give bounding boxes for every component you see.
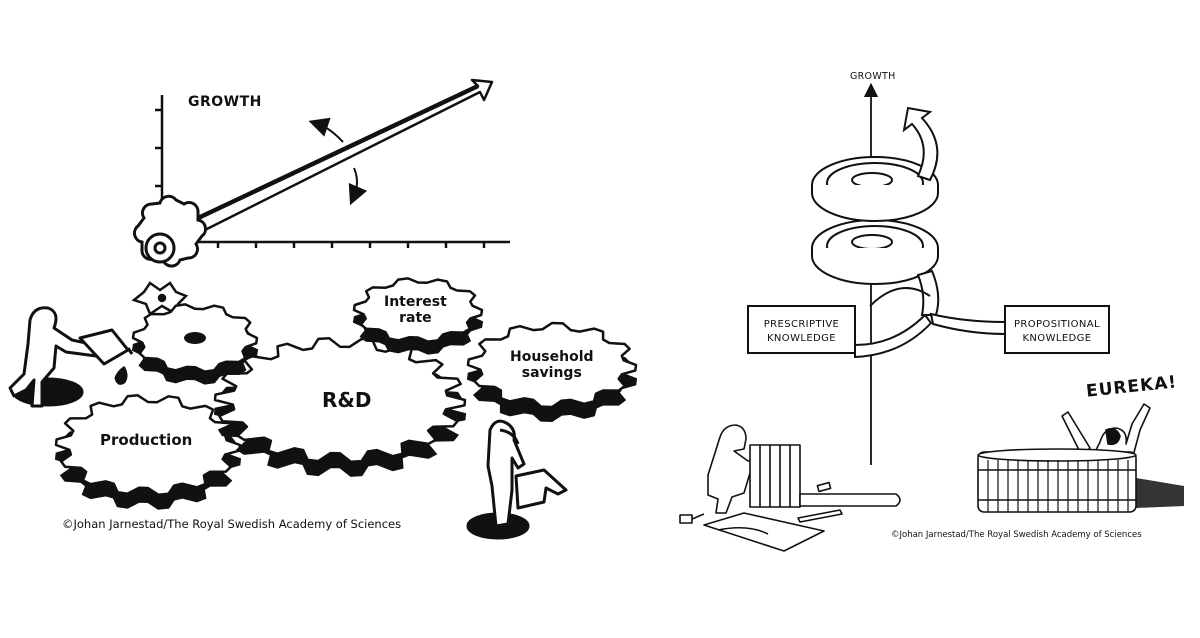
knowledge-branches bbox=[854, 287, 1006, 359]
gear-household-savings-icon bbox=[466, 321, 638, 423]
propositional-knowledge-line1: PROPOSITIONAL bbox=[1013, 319, 1101, 330]
gear-interest-rate-face bbox=[352, 277, 484, 343]
gears-growth-drawing bbox=[8, 78, 638, 540]
prescriptive-knowledge-box bbox=[747, 305, 856, 354]
gear-label-household-savings: Household savings bbox=[510, 349, 594, 381]
gear-label-interest-rate: Interest rate bbox=[384, 294, 447, 326]
growth-spiral-arrow-icon bbox=[811, 106, 940, 316]
gear-household-savings-face bbox=[466, 321, 638, 409]
gear-label-household-savings-line1: Household bbox=[510, 349, 594, 365]
rotate-arrows-icon bbox=[308, 117, 368, 206]
craftsman-building-tub-figure bbox=[679, 424, 901, 552]
propositional-knowledge-label: PROPOSITIONAL KNOWLEDGE bbox=[1008, 318, 1106, 346]
gear-hub bbox=[184, 332, 206, 344]
gear-production-face bbox=[54, 394, 242, 496]
gear-label-production: Production bbox=[100, 431, 193, 449]
gears-growth-illustration: GROWTH Production R&D Interest rate Hous… bbox=[8, 78, 638, 540]
gear-label-household-savings-line2: savings bbox=[521, 365, 582, 382]
gear-production-icon bbox=[54, 394, 242, 510]
gear-interest-rate-icon bbox=[352, 277, 484, 355]
knowledge-spiral-drawing bbox=[679, 82, 1184, 552]
gear-label-rnd: R&D bbox=[322, 388, 372, 412]
gear-upper-left-icon bbox=[131, 303, 259, 385]
gear-label-interest-rate-line1: Interest bbox=[384, 294, 447, 310]
gear-rnd-icon bbox=[213, 336, 467, 477]
growth-axis-label-right: GROWTH bbox=[850, 71, 896, 82]
image-credit-left: ©Johan Jarnestad/The Royal Swedish Acade… bbox=[62, 517, 402, 531]
prescriptive-knowledge-line2: KNOWLEDGE bbox=[766, 333, 837, 344]
prescriptive-knowledge-label: PRESCRIPTIVE KNOWLEDGE bbox=[754, 318, 849, 346]
pivot-gear-icon bbox=[133, 194, 207, 268]
propositional-knowledge-line2: KNOWLEDGE bbox=[1022, 333, 1092, 344]
growth-axis-label: GROWTH bbox=[188, 94, 262, 110]
worker-pouring-oil-figure bbox=[8, 306, 134, 408]
knowledge-spiral-illustration: GROWTH PRESCRIPTIVE KNOWLEDGE PROPOSITIO… bbox=[650, 0, 1200, 638]
archimedes-in-bathtub-figure bbox=[977, 403, 1184, 513]
prescriptive-knowledge-line1: PRESCRIPTIVE bbox=[763, 319, 840, 330]
gear-label-interest-rate-line2: rate bbox=[399, 310, 432, 327]
propositional-knowledge-box bbox=[1004, 305, 1110, 354]
image-credit-right: ©Johan Jarnestad/The Royal Swedish Acade… bbox=[891, 530, 1142, 540]
worker-holding-can-figure bbox=[466, 419, 568, 540]
growth-lever-arrow-icon bbox=[158, 78, 494, 252]
